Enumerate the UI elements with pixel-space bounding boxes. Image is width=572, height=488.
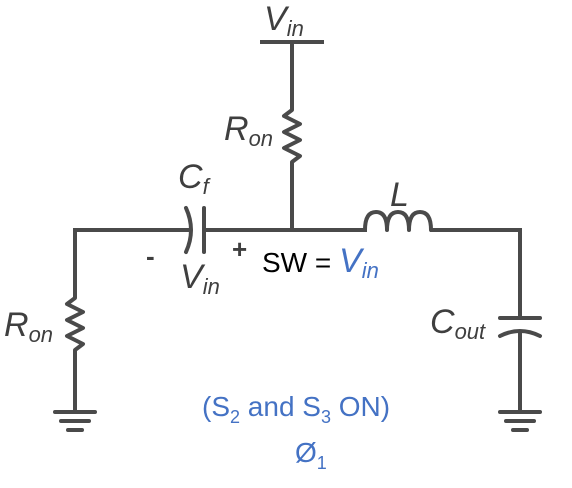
- ron-left-resistor: [65, 288, 85, 360]
- inductor-label: L: [390, 176, 409, 214]
- sw-node-label: SW = Vin: [262, 242, 379, 283]
- cout-label: Cout: [430, 303, 486, 344]
- switch-state-label: (S2 and S3 ON): [202, 391, 390, 427]
- phase-label: Ø1: [295, 437, 327, 473]
- cf-label: Cf: [178, 158, 212, 199]
- ground-right-icon: [498, 410, 542, 432]
- ron-top-resistor: [282, 98, 302, 174]
- cf-voltage-label: Vin: [180, 258, 220, 299]
- ron-left-label: Ron: [4, 306, 53, 347]
- ground-left-icon: [53, 410, 97, 432]
- cf-plus-sign: +: [232, 234, 247, 264]
- inductor-coil: [363, 210, 433, 232]
- vin-top-label: Vin: [264, 0, 304, 41]
- cf-curved-plate: [184, 206, 193, 254]
- cf-minus-sign: -: [146, 241, 155, 271]
- ron-top-label: Ron: [224, 110, 273, 151]
